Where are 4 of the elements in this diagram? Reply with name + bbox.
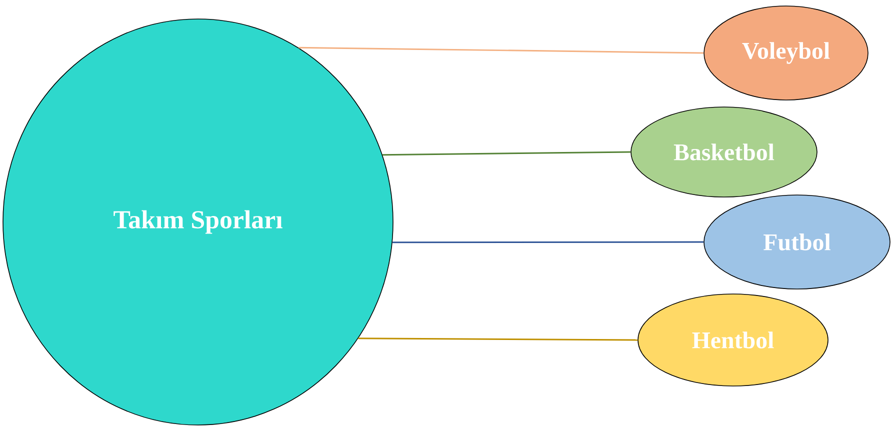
connector-line [392,241,704,244]
connector-line [382,151,631,156]
connector-line [298,46,704,54]
connector-line [358,338,638,341]
